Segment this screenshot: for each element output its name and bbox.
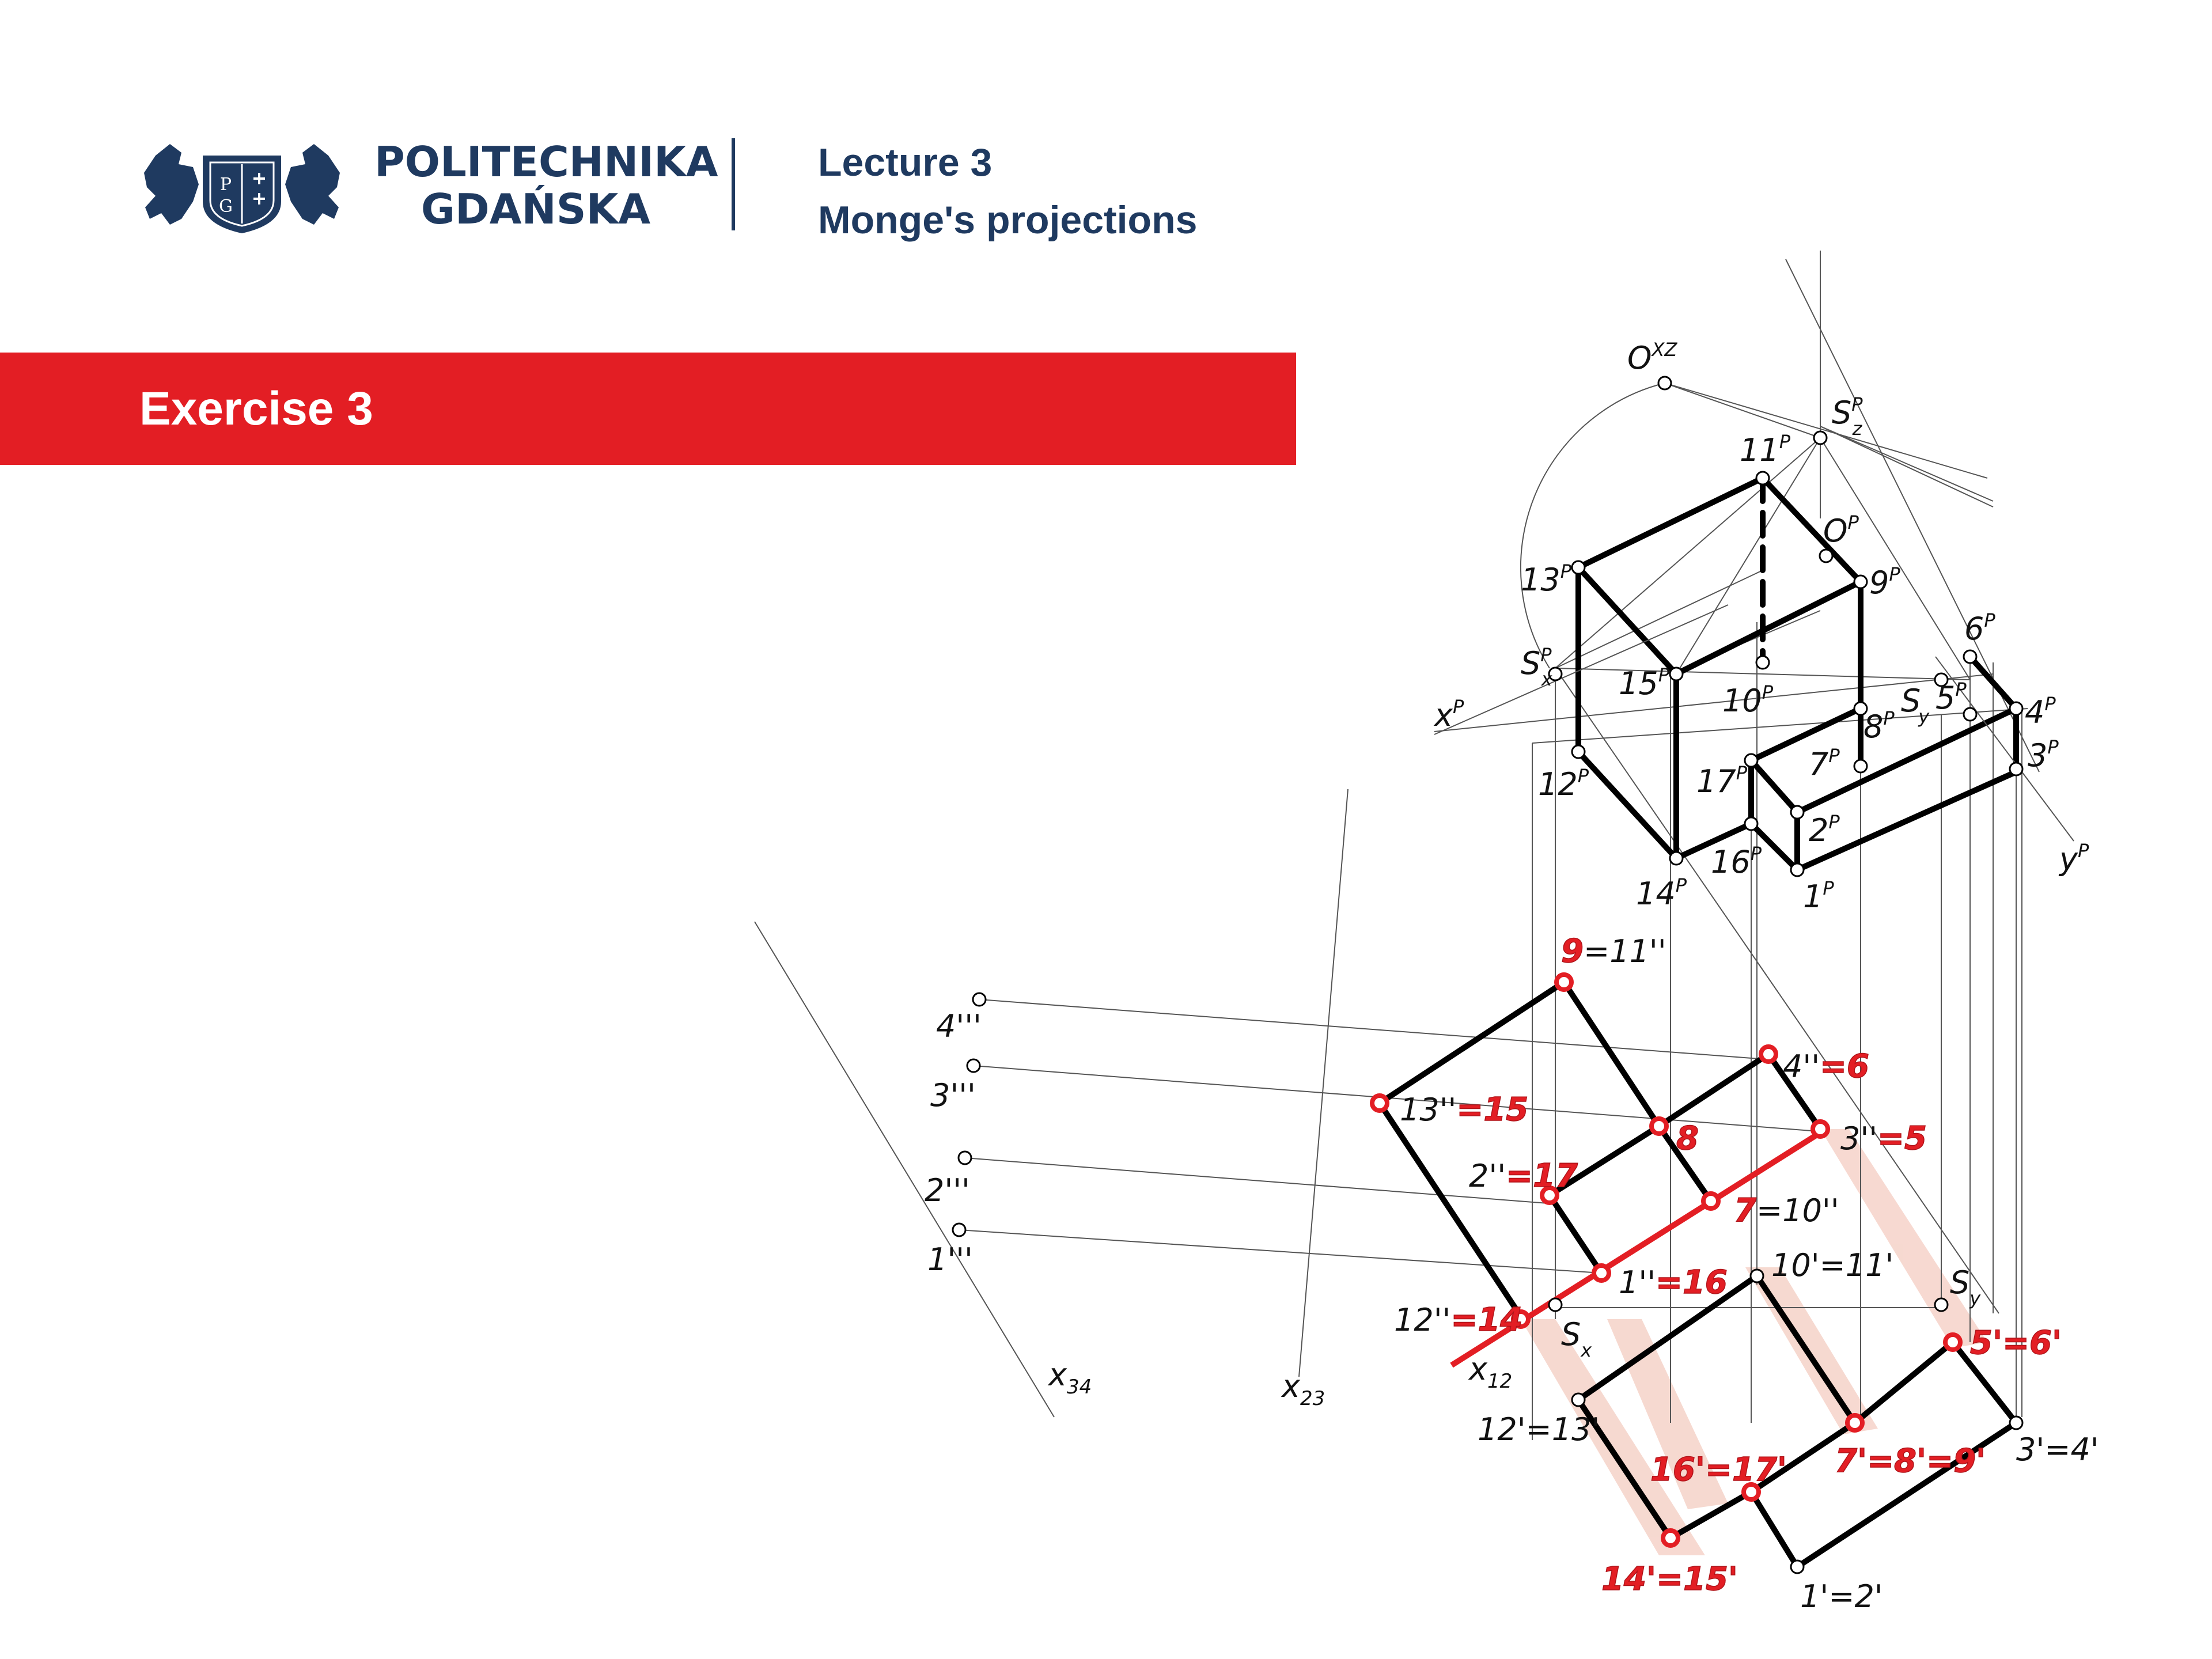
axonometric-outline — [1575, 475, 2019, 873]
label-9p: 9P — [1869, 563, 1900, 601]
label-2p: 2P — [1809, 811, 1840, 849]
elevation-labels: 9=11'' 13''=15 4''=6 8 3''=5 2''=17 7=10… — [1394, 932, 1927, 1339]
label-1-third: 1''' — [927, 1241, 973, 1278]
label-13p: 13P — [1521, 560, 1572, 598]
label-op: OP — [1823, 512, 1859, 549]
plan-labels: 10'=11' Sy Sx 5'=6' 12'=13' 7'=8'=9' 3'=… — [1478, 1247, 2099, 1615]
label-16-17-plan: 16'=17' — [1650, 1451, 1787, 1488]
label-10p: 10P — [1722, 681, 1774, 719]
label-7-10: 7=10'' — [1734, 1192, 1839, 1229]
logo-letter-g: G — [219, 196, 233, 217]
axis-labels: x34 x23 x12 — [1047, 1351, 1512, 1410]
label-2-third: 2''' — [925, 1172, 970, 1209]
label-17p: 17P — [1696, 762, 1748, 800]
label-5-6-plan: 5'=6' — [1970, 1324, 2062, 1362]
lecture-subtitle: Monge's projections — [818, 198, 1198, 242]
label-4-third: 4''' — [936, 1008, 982, 1044]
label-1-2-plan: 1'=2' — [1800, 1578, 1883, 1615]
label-3-5: 3''=5 — [1840, 1120, 1927, 1157]
label-3p: 3P — [2028, 736, 2059, 774]
label-yp: yP — [2058, 840, 2089, 877]
label-13-15: 13''=15 — [1400, 1091, 1528, 1128]
label-10-11-plan: 10'=11' — [1771, 1247, 1893, 1283]
label-1p: 1P — [1803, 877, 1834, 915]
header-divider — [732, 138, 735, 230]
exercise-title: Exercise 3 — [139, 382, 373, 435]
label-o-xz: OXZ — [1627, 339, 1677, 376]
label-xp: xP — [1433, 696, 1464, 733]
label-7-8-9-plan: 7'=8'=9' — [1835, 1442, 1986, 1480]
label-3-third: 3''' — [930, 1077, 976, 1113]
label-7p: 7P — [1809, 745, 1840, 782]
header: P G POLITECHNIKA GDAŃSKA Lecture 3 Monge… — [0, 0, 2212, 288]
label-14p: 14P — [1636, 874, 1687, 912]
label-9-11: 9=11'' — [1561, 933, 1666, 970]
label-8p: 8P — [1863, 707, 1895, 745]
label-4-6: 4''=6 — [1783, 1048, 1869, 1085]
exercise-banner: Exercise 3 — [0, 353, 1296, 465]
label-16p: 16P — [1711, 843, 1762, 880]
lecture-number: Lecture 3 — [818, 141, 993, 184]
label-3-4-plan: 3'=4' — [2016, 1431, 2099, 1468]
label-4p: 4P — [2025, 693, 2056, 730]
lecture-heading: Lecture 3 Monge's projections — [818, 134, 1197, 249]
reference-axes — [1434, 426, 2074, 842]
third-view-labels: 4''' 3''' 2''' 1''' — [925, 1008, 982, 1278]
label-x23: x23 — [1281, 1368, 1325, 1410]
university-name-line1: POLITECHNIKA — [374, 138, 718, 186]
label-1-16: 1''=16 — [1619, 1264, 1728, 1301]
label-x34: x34 — [1047, 1357, 1092, 1399]
label-6p: 6P — [1964, 609, 1995, 647]
label-15p: 15P — [1619, 664, 1670, 702]
university-name: POLITECHNIKA GDAŃSKA — [374, 138, 718, 233]
label-sy-plan: Sy — [1950, 1264, 1981, 1309]
university-name-line2: GDAŃSKA — [421, 185, 651, 233]
label-11p: 11P — [1740, 431, 1791, 468]
label-sx-plan: Sx — [1561, 1316, 1592, 1361]
logo-letter-p: P — [220, 175, 232, 195]
label-5p: 5P — [1936, 679, 1967, 716]
red-points — [1370, 972, 1963, 1548]
label-12-13-plan: 12'=13' — [1478, 1411, 1600, 1448]
label-12p: 12P — [1538, 765, 1589, 802]
label-14-15-plan: 14'=15' — [1601, 1560, 1738, 1598]
label-12-14: 12''=14 — [1394, 1301, 1522, 1339]
label-8: 8 — [1676, 1120, 1699, 1157]
label-sy-p: Sy — [1901, 683, 1930, 728]
black-points — [952, 376, 2024, 1574]
elevation-plan-outline — [1377, 979, 2019, 1570]
label-x12: x12 — [1468, 1351, 1512, 1393]
university-logo: P G — [144, 144, 340, 233]
label-2-17: 2''=17 — [1469, 1157, 1578, 1195]
